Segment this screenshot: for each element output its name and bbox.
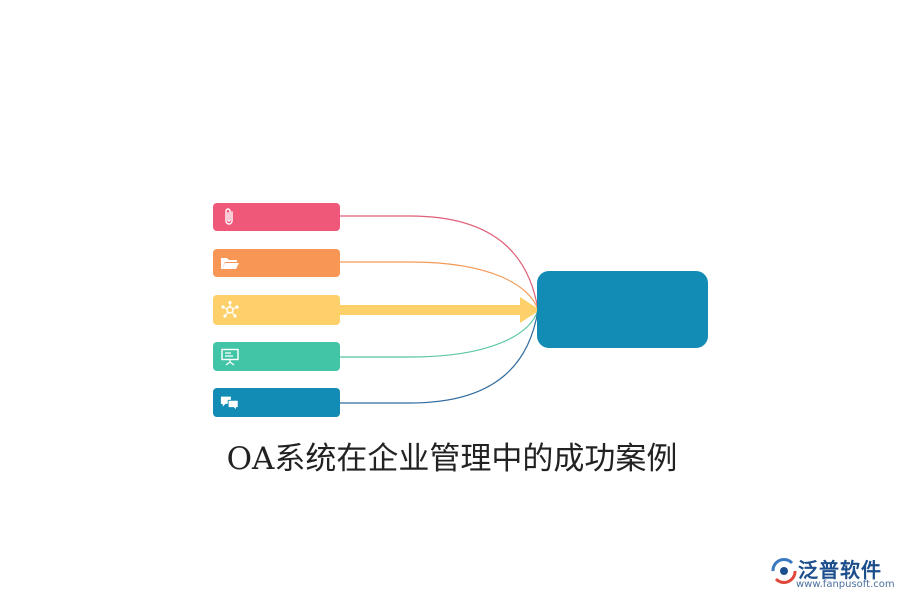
connector-2 bbox=[340, 261, 539, 311]
chat-bubbles-icon bbox=[220, 393, 240, 413]
logo-name: 泛普软件 bbox=[798, 558, 882, 582]
branch-item-4[interactable] bbox=[213, 342, 340, 371]
presentation-board-icon bbox=[220, 347, 240, 367]
branch-item-3[interactable] bbox=[213, 295, 340, 325]
connector-1 bbox=[340, 215, 539, 311]
central-hub-box[interactable] bbox=[537, 271, 708, 348]
diagram-title: OA系统在企业管理中的成功案例 bbox=[226, 441, 678, 477]
connector-5 bbox=[340, 309, 539, 404]
logo-url: www.fanpusoft.com bbox=[796, 579, 895, 590]
folder-open-icon bbox=[220, 253, 240, 273]
branch-item-1[interactable] bbox=[213, 203, 340, 231]
branch-item-5[interactable] bbox=[213, 388, 340, 417]
branch-item-2[interactable] bbox=[213, 249, 340, 277]
connector-3-arrowhead bbox=[520, 297, 540, 323]
paperclip-icon bbox=[220, 207, 240, 227]
connector-4 bbox=[340, 309, 539, 358]
network-icon bbox=[220, 300, 240, 320]
brand-logo[interactable]: 泛普软件 www.fanpusoft.com bbox=[770, 555, 895, 595]
fanpu-logo-icon bbox=[771, 558, 797, 584]
